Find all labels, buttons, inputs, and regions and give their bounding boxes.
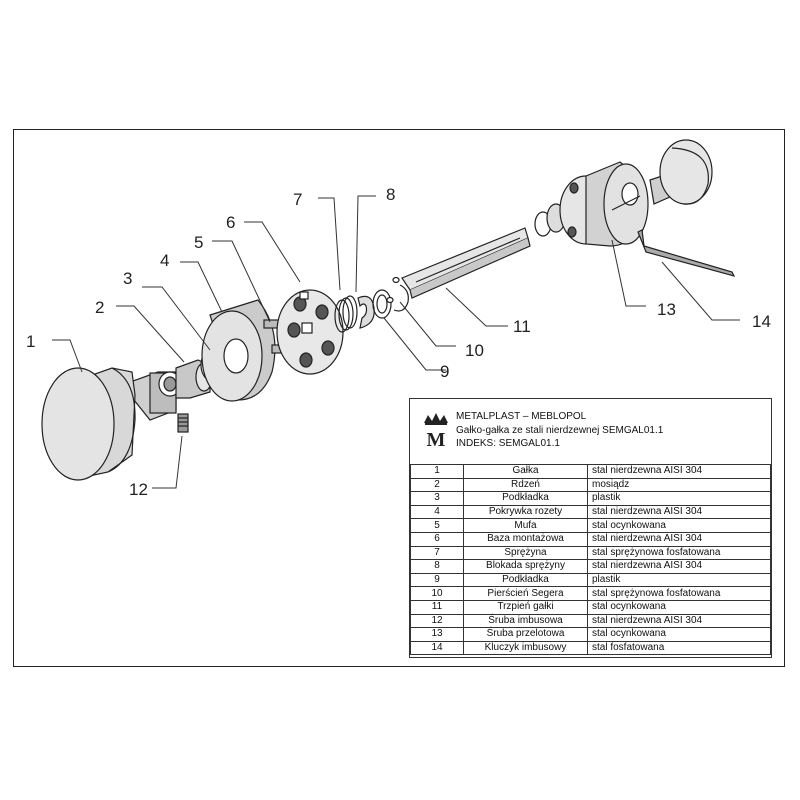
part-name: Rdzeń (463, 477, 588, 493)
callout-2: 2 (95, 298, 104, 317)
part-grub-screw (177, 413, 189, 433)
product-index: INDEKS: SEMGAL01.1 (456, 438, 560, 449)
part-spring-lock (357, 295, 375, 329)
part-number: 11 (410, 599, 464, 615)
part-material: stal ocynkowana (587, 518, 771, 533)
part-number: 13 (410, 627, 464, 642)
part-number: 5 (410, 518, 464, 533)
part-name: Baza montażowa (463, 531, 588, 547)
part-material: stal ocynkowana (587, 627, 771, 642)
part-number: 4 (410, 504, 464, 520)
leader-lines (52, 195, 740, 489)
callout-14: 14 (752, 312, 771, 331)
part-number: 2 (410, 477, 464, 493)
company-name: METALPLAST – MEBLOPOL (456, 411, 587, 422)
callout-6: 6 (226, 213, 235, 232)
part-far-assembly (534, 139, 713, 247)
part-name: Podkładka (463, 572, 588, 588)
part-rosette-cover (201, 299, 276, 402)
part-number: 1 (410, 464, 464, 479)
part-material: stal nierdzewna AISI 304 (587, 504, 771, 520)
part-material: stal nierdzewna AISI 304 (587, 559, 771, 574)
part-material: stal fosfatowana (587, 640, 771, 656)
svg-text:M: M (427, 429, 446, 449)
part-name: Sprężyna (463, 545, 588, 561)
title-block: M METALPLAST – MEBLOPOL Gałko-gałka ze s… (409, 398, 772, 658)
part-knob (41, 367, 182, 481)
part-name: Gałka (463, 464, 588, 479)
callout-9: 9 (440, 362, 449, 381)
callout-1: 1 (26, 332, 35, 351)
part-mounting-base (276, 289, 344, 375)
callout-3: 3 (123, 269, 132, 288)
part-number: 7 (410, 545, 464, 561)
part-name: Pokrywka rozety (463, 504, 588, 520)
part-material: stal ocynkowana (587, 599, 771, 615)
part-name: Śruba imbusowa (463, 613, 588, 629)
product-name: Gałko-gałka ze stali nierdzewnej SEMGAL0… (456, 424, 664, 436)
part-name: Trzpień gałki (463, 599, 588, 615)
part-name: Podkładka (463, 491, 588, 506)
part-material: plastik (587, 572, 771, 588)
part-material: mosiądz (587, 477, 771, 493)
part-material: stal sprężynowa fosfatowana (587, 586, 771, 601)
part-number: 14 (410, 640, 464, 656)
callout-4: 4 (160, 251, 169, 270)
part-name: Mufa (463, 518, 588, 533)
part-number: 8 (410, 559, 464, 574)
part-spindle (401, 227, 531, 299)
part-name: Kluczyk imbusowy (463, 640, 588, 656)
part-retaining-ring (386, 276, 409, 312)
part-number: 9 (410, 572, 464, 588)
part-material: stal nierdzewna AISI 304 (587, 613, 771, 629)
part-name: Blokada sprężyny (463, 559, 588, 574)
callout-labels: 1 2 3 4 5 6 7 8 9 10 11 12 13 14 (26, 185, 771, 499)
callout-10: 10 (465, 341, 484, 360)
part-number: 3 (410, 491, 464, 506)
callout-5: 5 (194, 233, 203, 252)
part-hex-key (637, 229, 736, 277)
part-material: stal sprężynowa fosfatowana (587, 545, 771, 561)
callout-11: 11 (513, 317, 531, 336)
part-material: plastik (587, 491, 771, 506)
part-material: stal nierdzewna AISI 304 (587, 464, 771, 479)
part-number: 10 (410, 586, 464, 601)
part-name: Śruba przelotowa (463, 627, 588, 642)
callout-8: 8 (386, 185, 395, 204)
crown-logo-icon: M (424, 413, 448, 449)
part-material: stal nierdzewna AISI 304 (587, 531, 771, 547)
callout-7: 7 (293, 190, 302, 209)
part-number: 12 (410, 613, 464, 629)
part-washer-2 (372, 289, 392, 319)
title-block-header: M METALPLAST – MEBLOPOL Gałko-gałka ze s… (410, 399, 771, 457)
drawing-frame (13, 129, 785, 667)
callout-12: 12 (129, 480, 148, 499)
part-number: 6 (410, 531, 464, 547)
callout-13: 13 (657, 300, 676, 319)
part-spring (334, 295, 358, 333)
part-name: Pierścień Segera (463, 586, 588, 601)
